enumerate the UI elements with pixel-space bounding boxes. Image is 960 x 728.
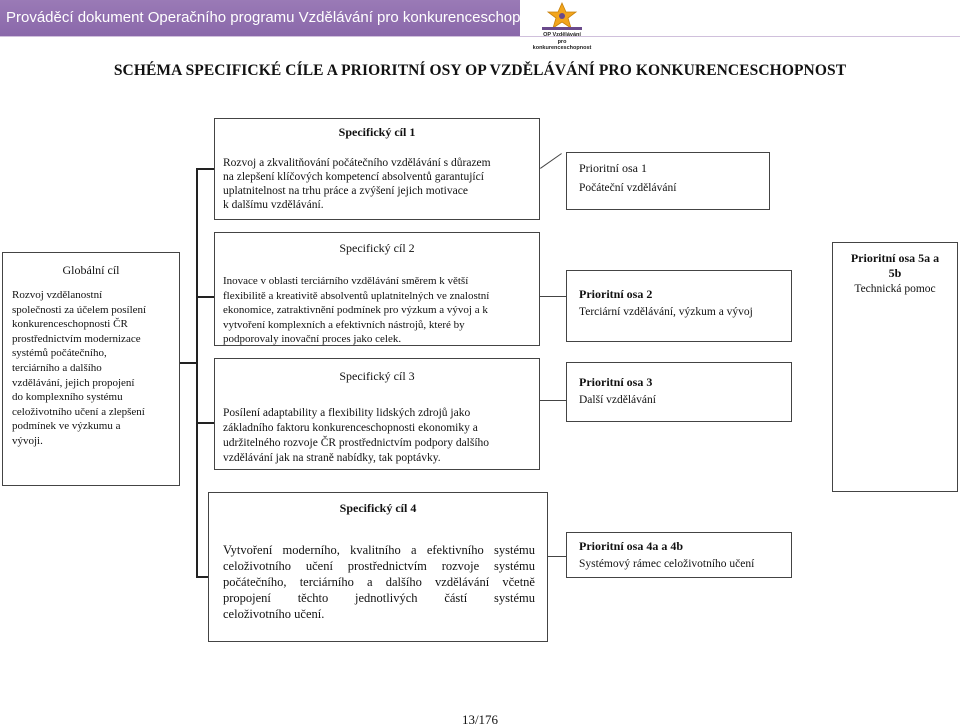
priority-axis-2-title: Prioritní osa 2 [579,287,653,301]
specific-goal-line: ekonomice, zatraktivnění podmínek pro vý… [223,304,488,316]
specific-goal-3-box: Specifický cíl 3 Posílení adaptability a… [214,358,540,470]
specific-goal-1-text: Rozvoj a zkvalitňování počátečního vzděl… [223,156,539,212]
connector-to-sc4 [196,576,214,578]
specific-goal-line: podporovaly inovační proces jako celek. [223,333,402,345]
logo-star-icon [542,2,582,30]
specific-goal-1-box: Specifický cíl 1 Rozvoj a zkvalitňování … [214,118,540,220]
global-goal-box: Globální cíl Rozvoj vzdělanostní společn… [2,252,180,486]
specific-goal-line: Vytvoření moderního, kvalitního a efekti… [223,543,535,557]
connector-global-to-trunk [180,362,197,364]
specific-goal-line: udržitelného rozvoje ČR prostřednictvím … [223,437,490,449]
priority-axis-5-title-line: Prioritní osa 5a a [850,251,940,265]
priority-axis-4-title: Prioritní osa 4a a 4b [579,539,683,553]
priority-axis-5-box: Prioritní osa 5a a 5b Technická pomoc [832,242,958,492]
global-goal-line: celoživotního učení a zlepšení [12,405,145,418]
specific-goal-line: vzdělávání jak na straně nabídky, tak po… [223,452,441,464]
global-goal-line: vývoji. [12,434,43,447]
specific-goal-line: propojení těchto jednotlivých částí syst… [223,591,535,605]
specific-goal-line: vytvoření komplexních a efektivních nást… [223,318,465,331]
priority-axis-5-title-line: 5b [888,266,902,280]
global-goal-line: systémů počátečního, [12,347,107,360]
specific-goal-line: Inovace v oblasti terciárního vzdělávání… [223,275,469,287]
priority-axis-1-title: Prioritní osa 1 [579,161,647,175]
specific-goal-line: počátečního, terciárního a dalšího vzděl… [223,575,535,589]
priority-axis-5-subtitle: Technická pomoc [854,283,936,295]
priority-axis-5-title: Prioritní osa 5a a 5b [833,251,957,281]
specific-goal-3-text: Posílení adaptability a flexibility lids… [223,406,539,466]
specific-goal-line: základního faktoru konkurenceschopnosti … [223,422,478,434]
specific-goal-line: Rozvoj a zkvalitňování počátečního vzděl… [223,157,491,169]
specific-goal-line: celoživotního učení prostřednictvím rozv… [223,559,535,573]
specific-goal-4-box: Specifický cíl 4 Vytvoření moderního, kv… [208,492,548,642]
priority-axis-1-box: Prioritní osa 1 Počáteční vzdělávání [566,152,770,210]
connector-vertical [196,168,198,576]
document-header-title: Prováděcí dokument Operačního programu V… [6,9,549,26]
connector-sc1-to-po1 [540,153,562,169]
specific-goal-line: Posílení adaptability a flexibility lids… [223,407,471,419]
specific-goal-line: k dalšímu vzdělávání. [223,199,324,211]
global-goal-line: prostřednictvím modernizace [12,332,141,345]
logo-text-line-2: pro konkurenceschopnost [532,38,592,52]
priority-axis-3-subtitle: Další vzdělávání [579,394,656,406]
global-goal-text: Rozvoj vzdělanostní společnosti za účele… [12,288,179,449]
connector-to-sc3 [196,422,214,424]
priority-axis-3-box: Prioritní osa 3 Další vzdělávání [566,362,792,422]
connector-sc2-to-po2 [540,296,566,297]
specific-goal-2-title: Specifický cíl 2 [339,241,415,255]
specific-goal-1-title: Specifický cíl 1 [338,125,416,139]
specific-goal-line: celoživotního učení. [223,607,325,621]
specific-goal-2-box: Specifický cíl 2 Inovace v oblasti terci… [214,232,540,346]
page-number: 13/176 [461,712,499,727]
connector-to-sc2 [196,296,214,298]
header-divider [0,36,960,37]
specific-goal-4-text: Vytvoření moderního, kvalitního a efekti… [223,542,535,622]
specific-goal-line: uplatnitelnost na trhu práce a zvýšení j… [223,185,468,197]
priority-axis-3-title: Prioritní osa 3 [579,375,653,389]
global-goal-line: do komplexního systému [12,391,123,404]
op-vk-logo: OP Vzdělávání pro konkurenceschopnost [528,2,596,51]
global-goal-line: konkurenceschopnosti ČR [12,318,128,331]
specific-goal-4-title: Specifický cíl 4 [339,501,417,515]
connector-sc4-to-po4 [548,556,566,557]
connector-sc3-to-po3 [540,400,566,401]
specific-goal-3-title: Specifický cíl 3 [339,369,415,383]
priority-axis-4-subtitle: Systémový rámec celoživotního učení [579,558,755,570]
global-goal-line: podmínek ve výzkumu a [12,420,121,433]
main-title: SCHÉMA SPECIFICKÉ CÍLE A PRIORITNÍ OSY O… [113,62,847,79]
global-goal-line: Rozvoj vzdělanostní [12,289,103,301]
specific-goal-line: flexibilitě a kreativitě absolventů upla… [223,289,490,302]
global-goal-line: vzdělávání, jejich propojení [12,376,135,389]
priority-axis-1-subtitle: Počáteční vzdělávání [579,182,677,194]
global-goal-line: terciárního a dalšího [12,361,102,374]
priority-axis-2-subtitle: Terciární vzdělávání, výzkum a vývoj [579,306,753,318]
global-goal-line: společnosti za účelem posílení [12,303,147,316]
specific-goal-line: na zlepšení klíčových kompetencí absolve… [223,171,484,183]
priority-axis-4-box: Prioritní osa 4a a 4b Systémový rámec ce… [566,532,792,578]
specific-goal-2-text: Inovace v oblasti terciárního vzdělávání… [223,274,539,345]
logo-text-line-1: OP Vzdělávání [543,32,581,38]
global-goal-title: Globální cíl [62,263,120,277]
header-band [0,0,520,36]
connector-to-sc1 [196,168,214,170]
priority-axis-2-box: Prioritní osa 2 Terciární vzdělávání, vý… [566,270,792,342]
